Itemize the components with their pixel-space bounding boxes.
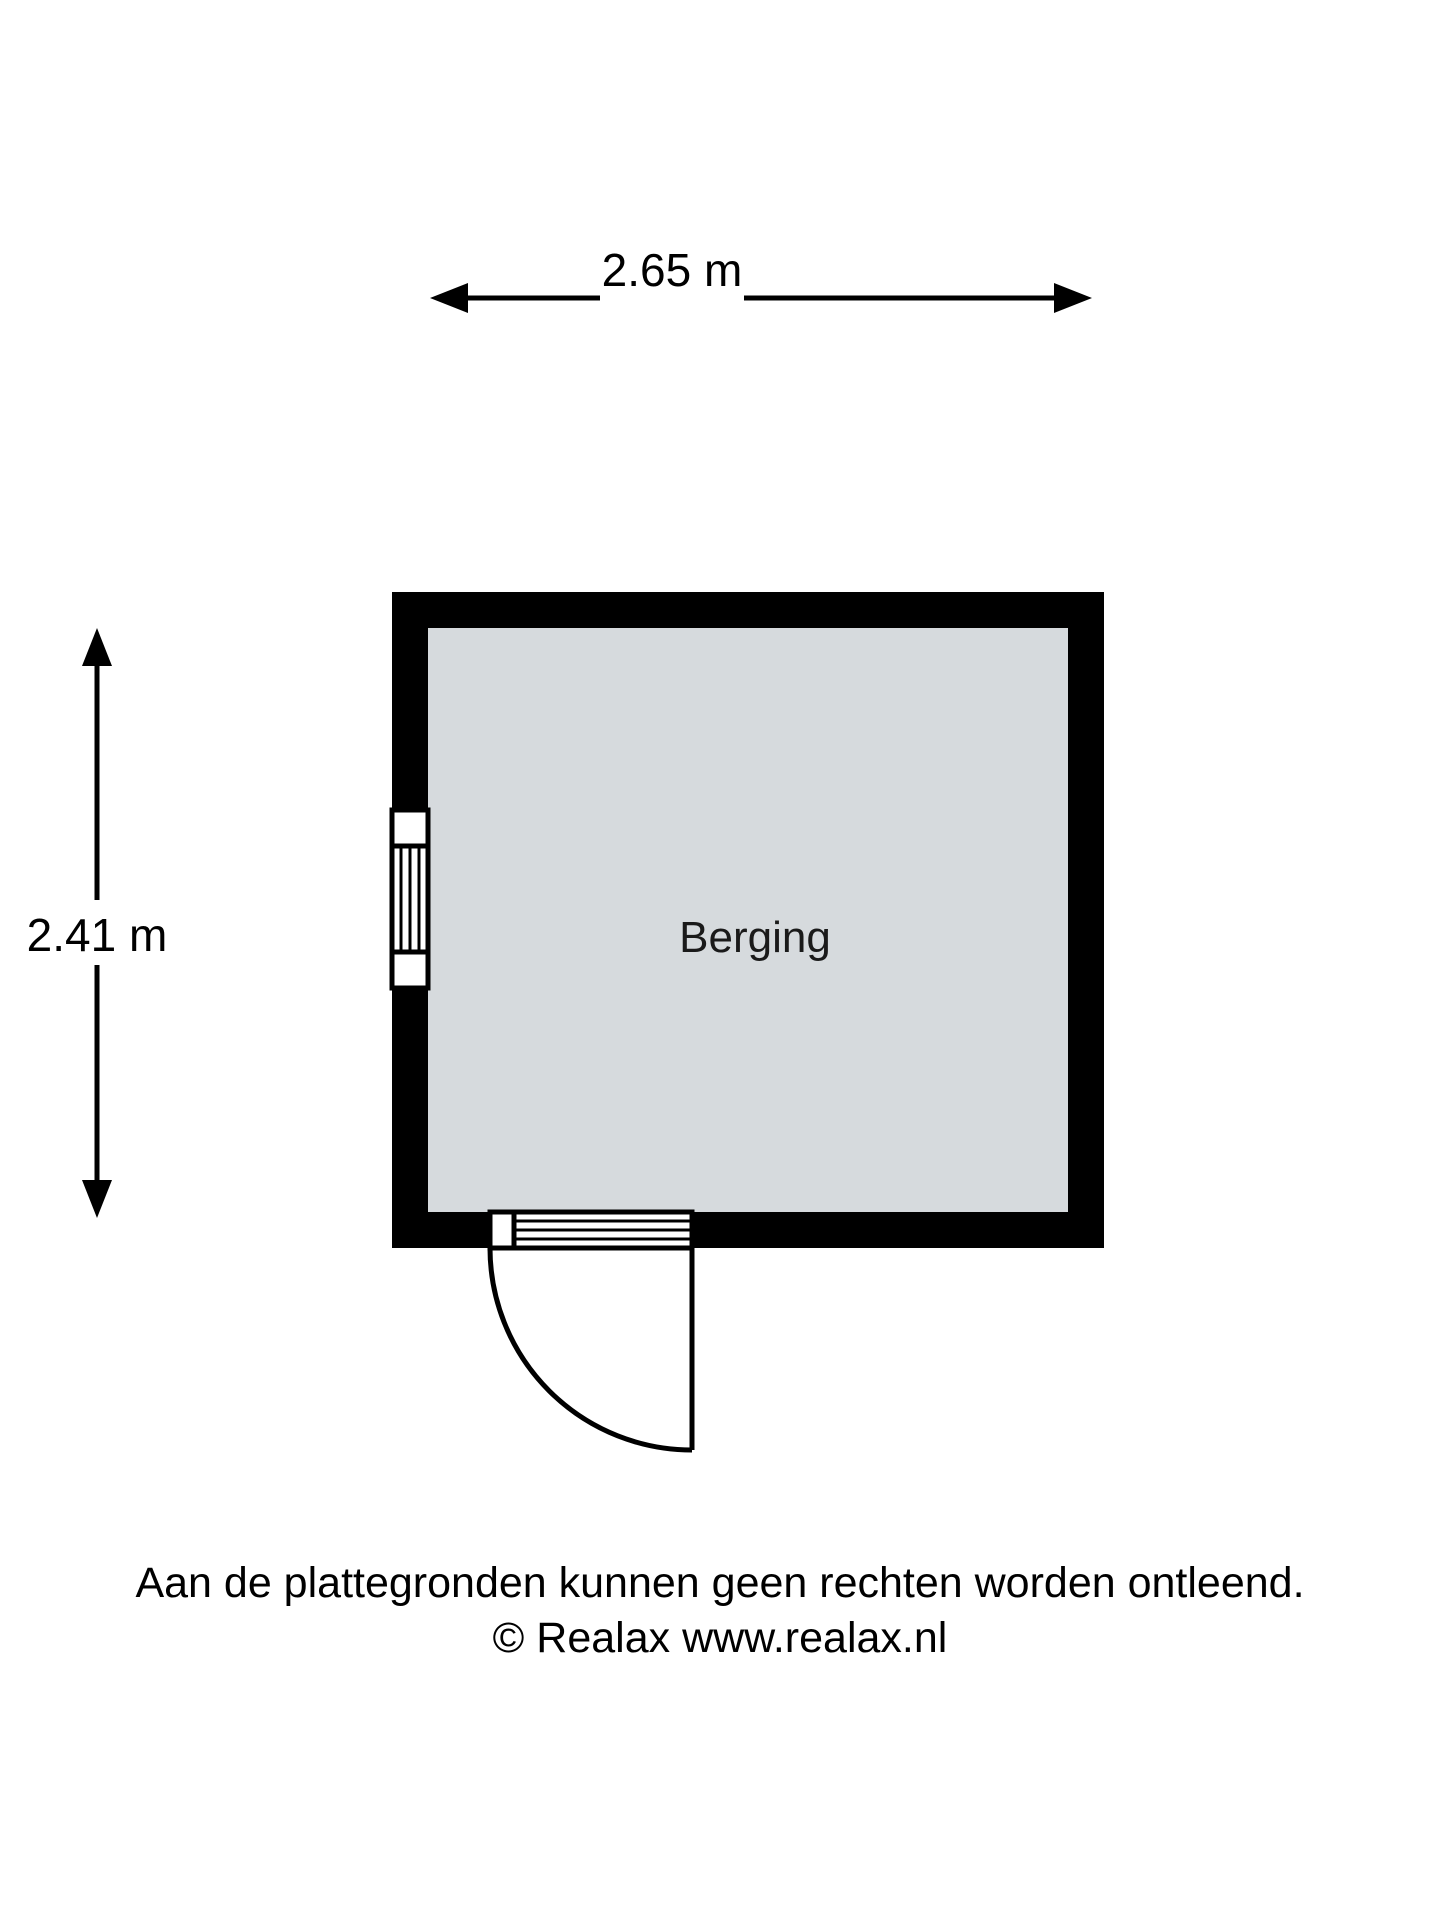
- footer-copyright: © Realax www.realax.nl: [492, 1614, 948, 1663]
- room-label-berging: Berging: [679, 913, 831, 962]
- bottom-wall-door: [487, 1209, 695, 1453]
- left-wall-window: [389, 807, 431, 991]
- dimension-arrow-horizontal: [430, 283, 1092, 313]
- room-walls: [392, 592, 1104, 1248]
- dimension-label-width: 2.65 m: [601, 244, 743, 296]
- footer-disclaimer: Aan de plattegronden kunnen geen rechten…: [135, 1559, 1305, 1607]
- footer: Aan de plattegronden kunnen geen rechten…: [0, 1556, 1440, 1666]
- dimension-arrow-vertical: [82, 628, 112, 1218]
- dimension-label-height: 2.41 m: [26, 909, 168, 961]
- room-floor-fill: [428, 628, 1068, 1212]
